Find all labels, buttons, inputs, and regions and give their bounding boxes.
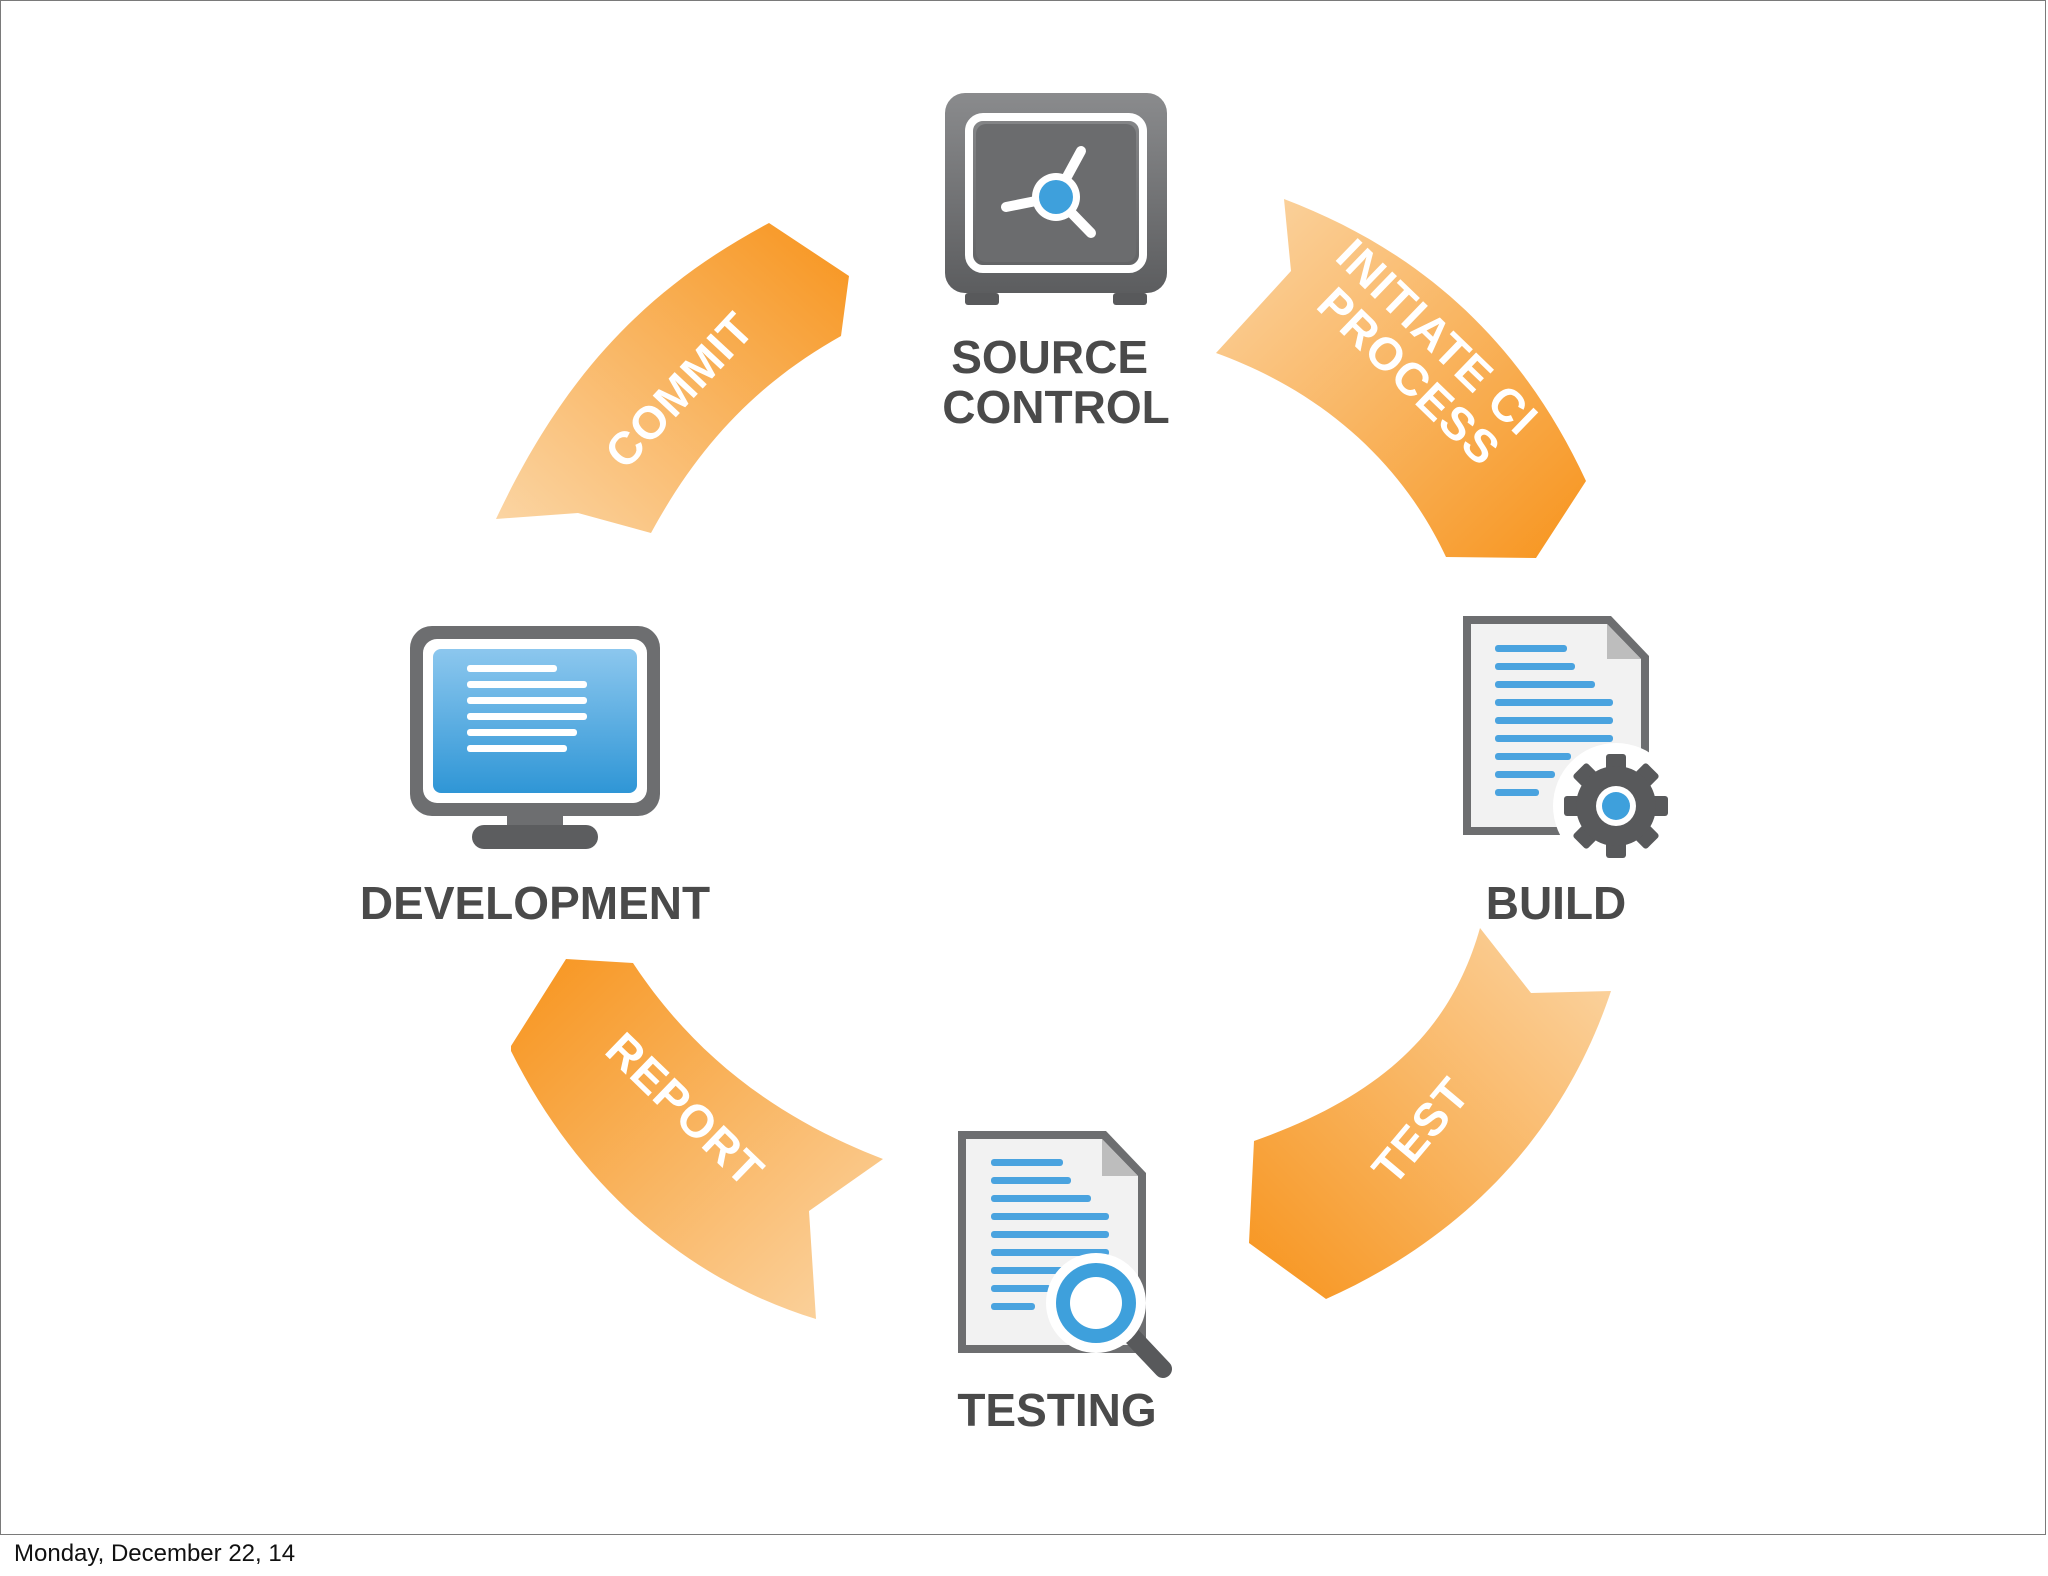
document-magnifier-icon (958, 1131, 1172, 1378)
commit-arrow: COMMIT (496, 223, 849, 533)
footer-date: Monday, December 22, 14 (14, 1540, 296, 1567)
report-arrow: REPORT (511, 959, 883, 1319)
safe-icon (945, 93, 1167, 305)
monitor-icon (410, 626, 660, 849)
testing-label: TESTING (957, 1384, 1156, 1436)
test-arrow: TEST (1249, 928, 1611, 1299)
build-label: BUILD (1486, 877, 1627, 929)
ci-cycle-diagram: COMMIT INITIATE CI PROCESS TEST REPORT (360, 93, 1679, 1436)
build-node: BUILD (1463, 616, 1679, 929)
development-label: DEVELOPMENT (360, 877, 710, 929)
source-control-node: SOURCE CONTROL (942, 93, 1170, 433)
document-gear-icon (1463, 616, 1679, 869)
source-control-label: SOURCE CONTROL (942, 331, 1169, 433)
slide: COMMIT INITIATE CI PROCESS TEST REPORT (0, 0, 2046, 1535)
initiate-ci-arrow: INITIATE CI PROCESS (1216, 199, 1586, 558)
source-control-line1: SOURCE (951, 331, 1148, 383)
source-control-line2: CONTROL (942, 381, 1169, 433)
development-node: DEVELOPMENT (360, 626, 710, 929)
testing-node: TESTING (957, 1131, 1172, 1436)
